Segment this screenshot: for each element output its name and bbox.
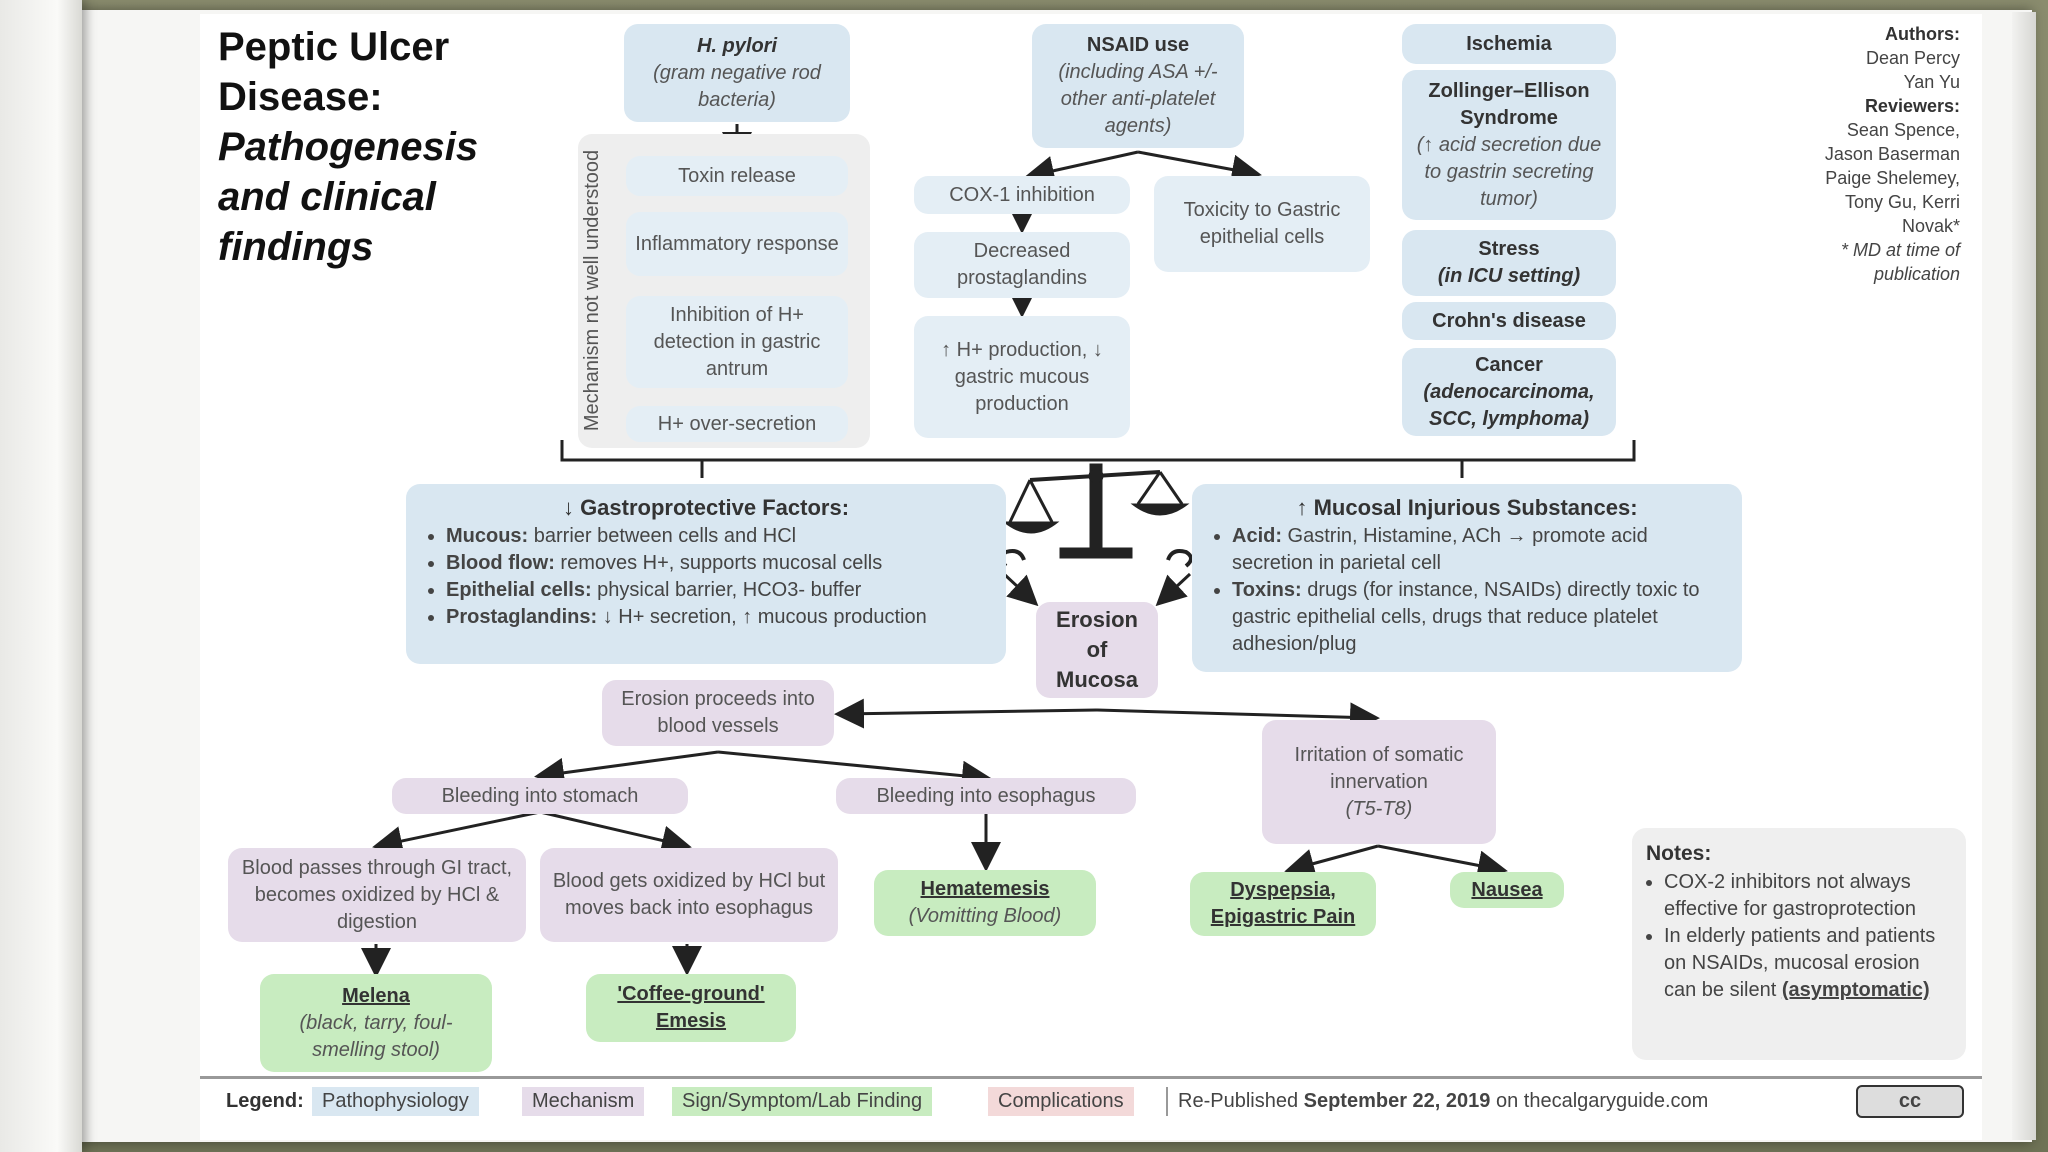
prostaglandins-box: Decreased prostaglandins	[914, 232, 1130, 298]
coffee-ground-box: 'Coffee-ground' Emesis	[586, 974, 796, 1042]
page-curl-left	[0, 0, 82, 1152]
note-item: COX-2 inhibitors not always effective fo…	[1664, 869, 1952, 923]
title-line: Peptic Ulcer	[218, 25, 450, 69]
coffee-title: Emesis	[655, 1010, 727, 1032]
crohns-box: Crohn's disease	[1402, 302, 1616, 340]
title-line: Disease:	[218, 75, 383, 119]
dyspepsia-title: Dyspepsia,	[1230, 879, 1336, 901]
factor-item: Blood flow: removes H+, supports mucosal…	[446, 550, 992, 577]
melena-subtitle: (black, tarry, foul-smelling stool)	[299, 1011, 453, 1061]
erosion-box: Erosion of Mucosa	[1036, 602, 1158, 698]
legend-sign: Sign/Symptom/Lab Finding	[672, 1087, 933, 1116]
reviewer-name: Novak*	[1901, 216, 1960, 236]
note-item: In elderly patients and patients on NSAI…	[1664, 923, 1952, 1004]
stomach-bleed-box: Bleeding into stomach	[392, 778, 688, 814]
esophagus-bleed-box: Bleeding into esophagus	[836, 778, 1136, 814]
title-line: Pathogenesis	[218, 125, 479, 169]
somatic-text: Irritation of somatic innervation	[1294, 743, 1464, 793]
reviewer-name: Jason Baserman	[1824, 144, 1960, 164]
injurious-substances: ↑ Mucosal Injurious Substances: Acid: Ga…	[1192, 484, 1742, 672]
hpylori-step: Inhibition of H+ detection in gastric an…	[626, 296, 848, 388]
reviewers-label: Reviewers:	[1864, 96, 1960, 116]
hpylori-box: H. pylori (gram negative rod bacteria)	[624, 24, 850, 122]
coffee-title: 'Coffee-ground'	[617, 983, 765, 1005]
title-line: findings	[218, 225, 374, 269]
balance-scale-icon	[999, 463, 1193, 568]
page-edge-right	[2012, 12, 2036, 1140]
hematemesis-box: Hematemesis (Vomitting Blood)	[874, 870, 1096, 936]
publication-text: Re-Published September 22, 2019 on theca…	[1166, 1087, 1718, 1116]
somatic-box: Irritation of somatic innervation (T5-T8…	[1262, 720, 1496, 844]
injurious-item: Acid: Gastrin, Histamine, ACh → promote …	[1232, 523, 1728, 577]
passes-gi-box: Blood passes through GI tract, becomes o…	[228, 848, 526, 942]
title-line: and clinical	[218, 175, 436, 219]
cancer-title: Cancer	[1475, 353, 1543, 376]
cancer-box: Cancer (adenocarcinoma, SCC, lymphoma)	[1402, 348, 1616, 436]
authors-label: Authors:	[1885, 24, 1960, 44]
melena-box: Melena (black, tarry, foul-smelling stoo…	[260, 974, 492, 1072]
factor-item: Prostaglandins: ↓ H+ secretion, ↑ mucous…	[446, 604, 992, 631]
stress-subtitle: (in ICU setting)	[1437, 265, 1581, 287]
nausea-box: Nausea	[1450, 872, 1564, 908]
page-title: Peptic Ulcer Disease: Pathogenesis and c…	[218, 22, 478, 272]
injurious-heading: ↑ Mucosal Injurious Substances:	[1296, 495, 1638, 520]
legend-mechanism: Mechanism	[522, 1087, 645, 1116]
factor-item: Epithelial cells: physical barrier, HCO3…	[446, 577, 992, 604]
hpylori-step: Inflammatory response	[626, 212, 848, 276]
legend-pathophysiology: Pathophysiology	[312, 1087, 479, 1116]
hpylori-step: H+ over-secretion	[626, 406, 848, 442]
toxicity-box: Toxicity to Gastric epithelial cells	[1154, 176, 1370, 272]
legend-bar: Legend: Pathophysiology Mechanism Sign/S…	[200, 1076, 1982, 1125]
hpylori-subtitle: (gram negative rod bacteria)	[653, 61, 821, 111]
blood-vessels-box: Erosion proceeds into blood vessels	[602, 680, 834, 746]
hpylori-step: Toxin release	[626, 156, 848, 196]
dyspepsia-box: Dyspepsia, Epigastric Pain	[1190, 872, 1376, 936]
reviewer-name: Paige Shelemey,	[1825, 168, 1960, 188]
authors-block: Authors: Dean Percy Yan Yu Reviewers: Se…	[1825, 22, 1960, 286]
dyspepsia-title: Epigastric Pain	[1210, 906, 1356, 928]
nsaid-subtitle: (including ASA +/- other anti-platelet a…	[1058, 61, 1218, 137]
author-name: Dean Percy	[1865, 48, 1960, 68]
reviewer-name: Tony Gu, Kerri	[1844, 192, 1960, 212]
h-production-box: ↑ H+ production, ↓ gastric mucous produc…	[914, 316, 1130, 438]
ischemia-box: Ischemia	[1402, 24, 1616, 64]
nsaid-title: NSAID use	[1086, 34, 1190, 56]
stress-box: Stress (in ICU setting)	[1402, 230, 1616, 296]
injurious-item: Toxins: drugs (for instance, NSAIDs) dir…	[1232, 577, 1728, 658]
hematemesis-subtitle: (Vomitting Blood)	[908, 905, 1062, 927]
legend-label: Legend:	[226, 1090, 304, 1112]
hematemesis-title: Hematemesis	[920, 878, 1050, 900]
author-note: publication	[1873, 264, 1960, 284]
cox1-box: COX-1 inhibition	[914, 176, 1130, 214]
cancer-subtitle: (adenocarcinoma, SCC, lymphoma)	[1423, 380, 1595, 430]
gastroprotective-factors: ↓ Gastroprotective Factors: Mucous: barr…	[406, 484, 1006, 664]
nsaid-box: NSAID use (including ASA +/- other anti-…	[1032, 24, 1244, 148]
cc-license-icon: cc	[1856, 1085, 1964, 1118]
stress-title: Stress	[1478, 238, 1540, 260]
hpylori-title: H. pylori	[696, 34, 777, 57]
ze-title: Zollinger–Ellison Syndrome	[1428, 79, 1590, 129]
ze-subtitle: (↑ acid secretion due to gastrin secreti…	[1416, 133, 1602, 210]
author-note: * MD at time of	[1840, 240, 1960, 260]
zollinger-ellison-box: Zollinger–Ellison Syndrome (↑ acid secre…	[1402, 70, 1616, 220]
reviewer-name: Sean Spence,	[1846, 120, 1960, 140]
notes-heading: Notes:	[1646, 842, 1712, 865]
author-name: Yan Yu	[1903, 72, 1960, 92]
somatic-subtitle: (T5-T8)	[1345, 797, 1413, 820]
gastroprotective-heading: ↓ Gastroprotective Factors:	[562, 495, 850, 520]
oxidized-box: Blood gets oxidized by HCl but moves bac…	[540, 848, 838, 942]
melena-title: Melena	[342, 984, 410, 1007]
notes-box: Notes: COX-2 inhibitors not always effec…	[1632, 828, 1966, 1060]
factor-item: Mucous: barrier between cells and HCl	[446, 523, 992, 550]
mechanism-label: Mechanism not well understood	[581, 149, 604, 431]
legend-complications: Complications	[988, 1087, 1134, 1116]
